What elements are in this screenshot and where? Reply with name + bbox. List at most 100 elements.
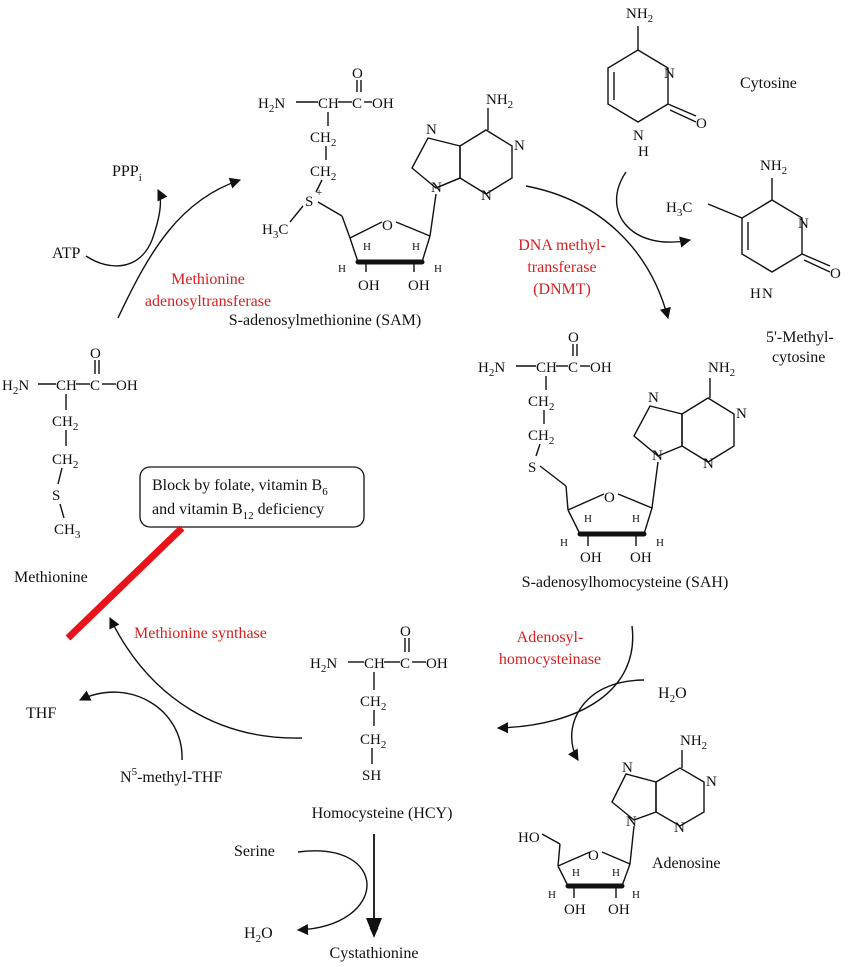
- svg-text:N: N: [648, 390, 659, 406]
- sam-h2n: H2N: [258, 96, 285, 115]
- mat-arrow: [117, 177, 242, 319]
- methylcytosine-label-1: 5'-Methyl-: [766, 329, 834, 346]
- svg-text:O: O: [830, 266, 841, 282]
- methionine-label: Methionine: [14, 569, 88, 586]
- svg-text:H: H: [750, 286, 761, 302]
- sam-label: S-adenosylmethionine (SAM): [229, 312, 421, 329]
- enzyme-ahcy-1: Adenosyl-: [517, 629, 584, 646]
- svg-text:H: H: [434, 263, 442, 275]
- svg-text:H: H: [560, 537, 568, 549]
- enzyme-dnmt-2: transferase: [527, 259, 596, 276]
- sam-nh2: NH2: [486, 92, 513, 111]
- svg-text:C: C: [400, 656, 410, 672]
- svg-text:N: N: [633, 128, 644, 144]
- svg-text:H: H: [548, 889, 556, 901]
- cytosine-nh2: NH2: [626, 6, 653, 25]
- mc-nh2: NH2: [760, 158, 787, 177]
- block-box-line2: and vitamin B12 deficiency: [152, 501, 324, 522]
- svg-text:O: O: [696, 116, 707, 132]
- svg-text:H2N: H2N: [310, 656, 337, 675]
- svg-text:OH: OH: [590, 360, 612, 376]
- svg-text:O: O: [90, 346, 101, 362]
- svg-text:H: H: [638, 144, 649, 160]
- svg-text:OH: OH: [608, 902, 630, 918]
- serine-water-arrow: [296, 850, 368, 936]
- svg-text:OH: OH: [408, 278, 430, 294]
- svg-text:H: H: [612, 867, 620, 879]
- svg-text:N: N: [622, 760, 633, 776]
- adenosine-label: Adenosine: [652, 855, 720, 872]
- svg-text:N: N: [652, 448, 663, 464]
- ms-arrow: [109, 616, 303, 739]
- enzyme-dnmt-1: DNA methyl-: [518, 237, 606, 254]
- svg-text:H: H: [584, 513, 592, 525]
- homocysteine-label: Homocysteine (HCY): [312, 805, 453, 822]
- cytosine-methylation-arrow: [615, 171, 692, 248]
- svg-text:N: N: [426, 122, 437, 138]
- methionine-structure: H2N CH C O OH CH2 CH2 S CH3 Methionine: [2, 346, 138, 586]
- svg-text:OH: OH: [580, 550, 602, 566]
- sam-ring-o: O: [382, 218, 393, 234]
- methylcytosine-structure: NH2 H3C O N N H 5'-Methyl- cytosine: [666, 158, 841, 366]
- svg-text:H: H: [572, 867, 580, 879]
- svg-text:C: C: [90, 378, 100, 394]
- svg-text:CH2: CH2: [528, 428, 554, 447]
- sam-ch: CH: [318, 96, 339, 112]
- ahcy-arrow: [496, 625, 634, 734]
- serine-label: Serine: [234, 843, 275, 860]
- svg-text:OH: OH: [564, 902, 586, 918]
- adenosine-structure: HO O H H H H OH OH NH2 N N N N Adenosine: [518, 733, 720, 918]
- sam-c: C: [352, 96, 362, 112]
- svg-text:S: S: [52, 488, 60, 504]
- svg-text:CH: CH: [536, 360, 557, 376]
- sam-ch2-2: CH2: [310, 164, 336, 183]
- svg-text:O: O: [588, 848, 599, 864]
- svg-text:CH2: CH2: [52, 414, 78, 433]
- methylcytosine-label-2: cytosine: [772, 349, 825, 366]
- svg-text:OH: OH: [358, 278, 380, 294]
- adenosine-release-arrow: [568, 679, 645, 761]
- sah-label: S-adenosylhomocysteine (SAH): [522, 574, 729, 591]
- cytosine-label: Cytosine: [740, 75, 797, 92]
- atp-label: ATP: [52, 245, 81, 262]
- enzyme-ms: Methionine synthase: [134, 625, 267, 642]
- svg-text:N: N: [706, 774, 717, 790]
- svg-text:N: N: [664, 66, 675, 82]
- svg-text:N: N: [736, 406, 747, 422]
- water-cbs-label: H2O: [244, 925, 273, 945]
- n5-methyl-thf-label: N5-methyl-THF: [120, 766, 222, 786]
- water-release-label: H2O: [658, 685, 687, 705]
- sam-oh: OH: [372, 96, 394, 112]
- svg-text:O: O: [568, 330, 579, 346]
- sah-h2n: H2N: [478, 360, 505, 379]
- svg-text:N: N: [431, 180, 442, 196]
- svg-text:N: N: [481, 188, 492, 204]
- svg-text:HO: HO: [518, 830, 540, 846]
- svg-text:N: N: [674, 820, 685, 836]
- svg-text:OH: OH: [426, 656, 448, 672]
- thf-label: THF: [26, 705, 56, 722]
- block-box: [139, 466, 365, 528]
- svg-text:OH: OH: [630, 550, 652, 566]
- cytosine-structure: NH2 O N N H Cytosine: [607, 6, 797, 160]
- cbs-arrowhead: [366, 918, 382, 938]
- thf-arrow: [78, 690, 183, 761]
- svg-text:CH2: CH2: [528, 394, 554, 413]
- svg-text:CH2: CH2: [360, 694, 386, 713]
- svg-text:CH2: CH2: [360, 732, 386, 751]
- svg-text:H: H: [632, 513, 640, 525]
- sam-structure: H2N CH C O OH CH2 CH2 S + H3C O H H H H: [229, 66, 525, 329]
- svg-text:CH3: CH3: [54, 522, 81, 541]
- sam-s-plus: +: [316, 187, 322, 199]
- enzyme-ahcy-2: homocysteinase: [499, 651, 601, 668]
- svg-text:CH: CH: [56, 378, 77, 394]
- sah-structure: H2N CH C O OH CH2 CH2 S O H H H H OH OH: [478, 330, 747, 591]
- svg-text:H: H: [338, 263, 346, 275]
- sam-o: O: [352, 66, 363, 82]
- homocysteine-structure: H2N CH C O OH CH2 CH2 SH Homocysteine (H…: [310, 624, 452, 822]
- svg-text:SH: SH: [362, 768, 381, 784]
- ppp-label: PPPi: [112, 163, 142, 184]
- svg-text:N: N: [626, 814, 637, 830]
